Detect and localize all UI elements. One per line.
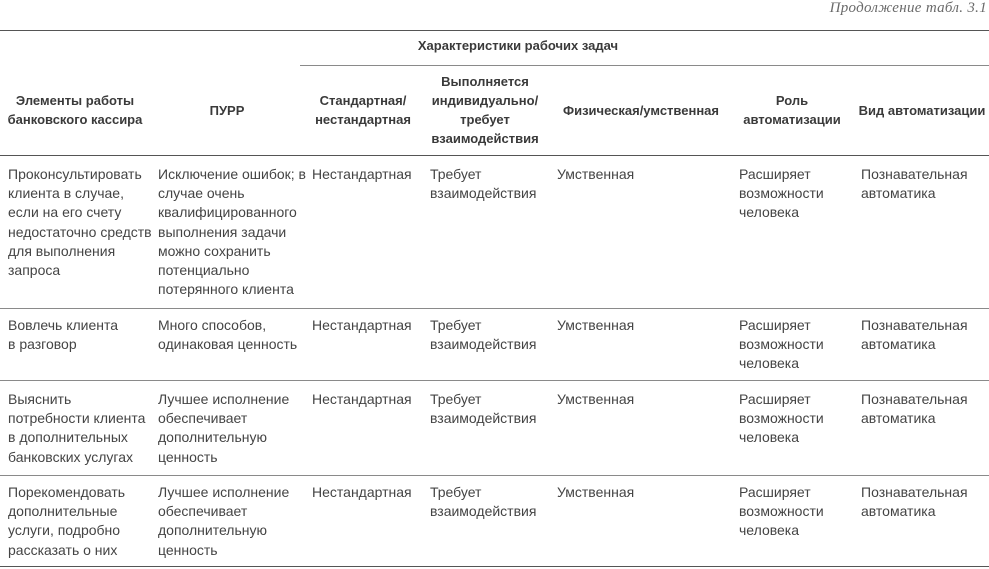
group-header: Характеристики рабочих задач bbox=[417, 38, 619, 53]
table-cell: Нестандартная bbox=[312, 166, 412, 182]
header-cell-purr: ПУРР bbox=[209, 102, 245, 118]
table-cell: Познавательная автоматика bbox=[861, 317, 968, 353]
table-cell: Умственная bbox=[557, 484, 635, 500]
table-cell: Требует взаимодействия bbox=[430, 317, 537, 353]
table-cell: Проконсультировать клиента в случае, есл… bbox=[8, 166, 152, 279]
table-cell: Нестандартная bbox=[312, 484, 412, 500]
table-cell: Требует взаимодействия bbox=[430, 166, 537, 202]
header-cell-physical: Физическая/умственная bbox=[563, 102, 719, 118]
table-cell: Нестандартная bbox=[312, 317, 412, 333]
table-cell: Познавательная автоматика bbox=[861, 391, 968, 427]
table-cell: Порекомендовать дополнительные услуги, п… bbox=[8, 484, 126, 558]
table-cell: Лучшее исполнение обеспечивает дополните… bbox=[158, 391, 290, 465]
header-bottom-rule bbox=[0, 155, 989, 156]
row-divider bbox=[0, 308, 989, 309]
table-cell: Познавательная автоматика bbox=[861, 166, 968, 202]
table-caption: Продолжение табл. 3.1 bbox=[829, 0, 987, 16]
header-cell-individual: Выполняется индивидуально/ требует взаим… bbox=[431, 74, 539, 146]
header-cell-standard: Стандартная/ нестандартная bbox=[315, 93, 411, 127]
header-cell-role: Роль автоматизации bbox=[743, 93, 841, 127]
table-cell: Расширяет возможности человека bbox=[739, 484, 824, 539]
table-cell: Нестандартная bbox=[312, 391, 412, 407]
group-header-rule bbox=[300, 65, 989, 66]
table-cell: Требует взаимодействия bbox=[430, 391, 537, 427]
table-cell: Много способов, одинаковая ценность bbox=[158, 317, 298, 353]
table-cell: Расширяет возможности человека bbox=[739, 391, 824, 446]
table-bottom-rule bbox=[0, 566, 989, 567]
row-divider bbox=[0, 380, 989, 381]
row-divider bbox=[0, 475, 989, 476]
header-cell-elements: Элементы работы банковского кассира bbox=[7, 93, 143, 127]
table-cell: Требует взаимодействия bbox=[430, 484, 537, 520]
table-cell: Исключение ошибок; в случае очень квалиф… bbox=[158, 166, 306, 298]
table-cell: Расширяет возможности человека bbox=[739, 317, 824, 372]
table-cell: Умственная bbox=[557, 166, 635, 182]
table-cell: Умственная bbox=[557, 317, 635, 333]
table-top-rule bbox=[0, 30, 989, 31]
table-cell: Выяснить потребности клиента в дополните… bbox=[8, 391, 146, 465]
table-cell: Познавательная автоматика bbox=[861, 484, 968, 520]
table-cell: Умственная bbox=[557, 391, 635, 407]
table-cell: Лучшее исполнение обеспечивает дополните… bbox=[158, 484, 290, 558]
table-cell: Вовлечь клиента в разговор bbox=[8, 317, 119, 353]
header-cell-type: Вид автоматизации bbox=[858, 102, 986, 118]
table-cell: Расширяет возможности человека bbox=[739, 166, 824, 221]
